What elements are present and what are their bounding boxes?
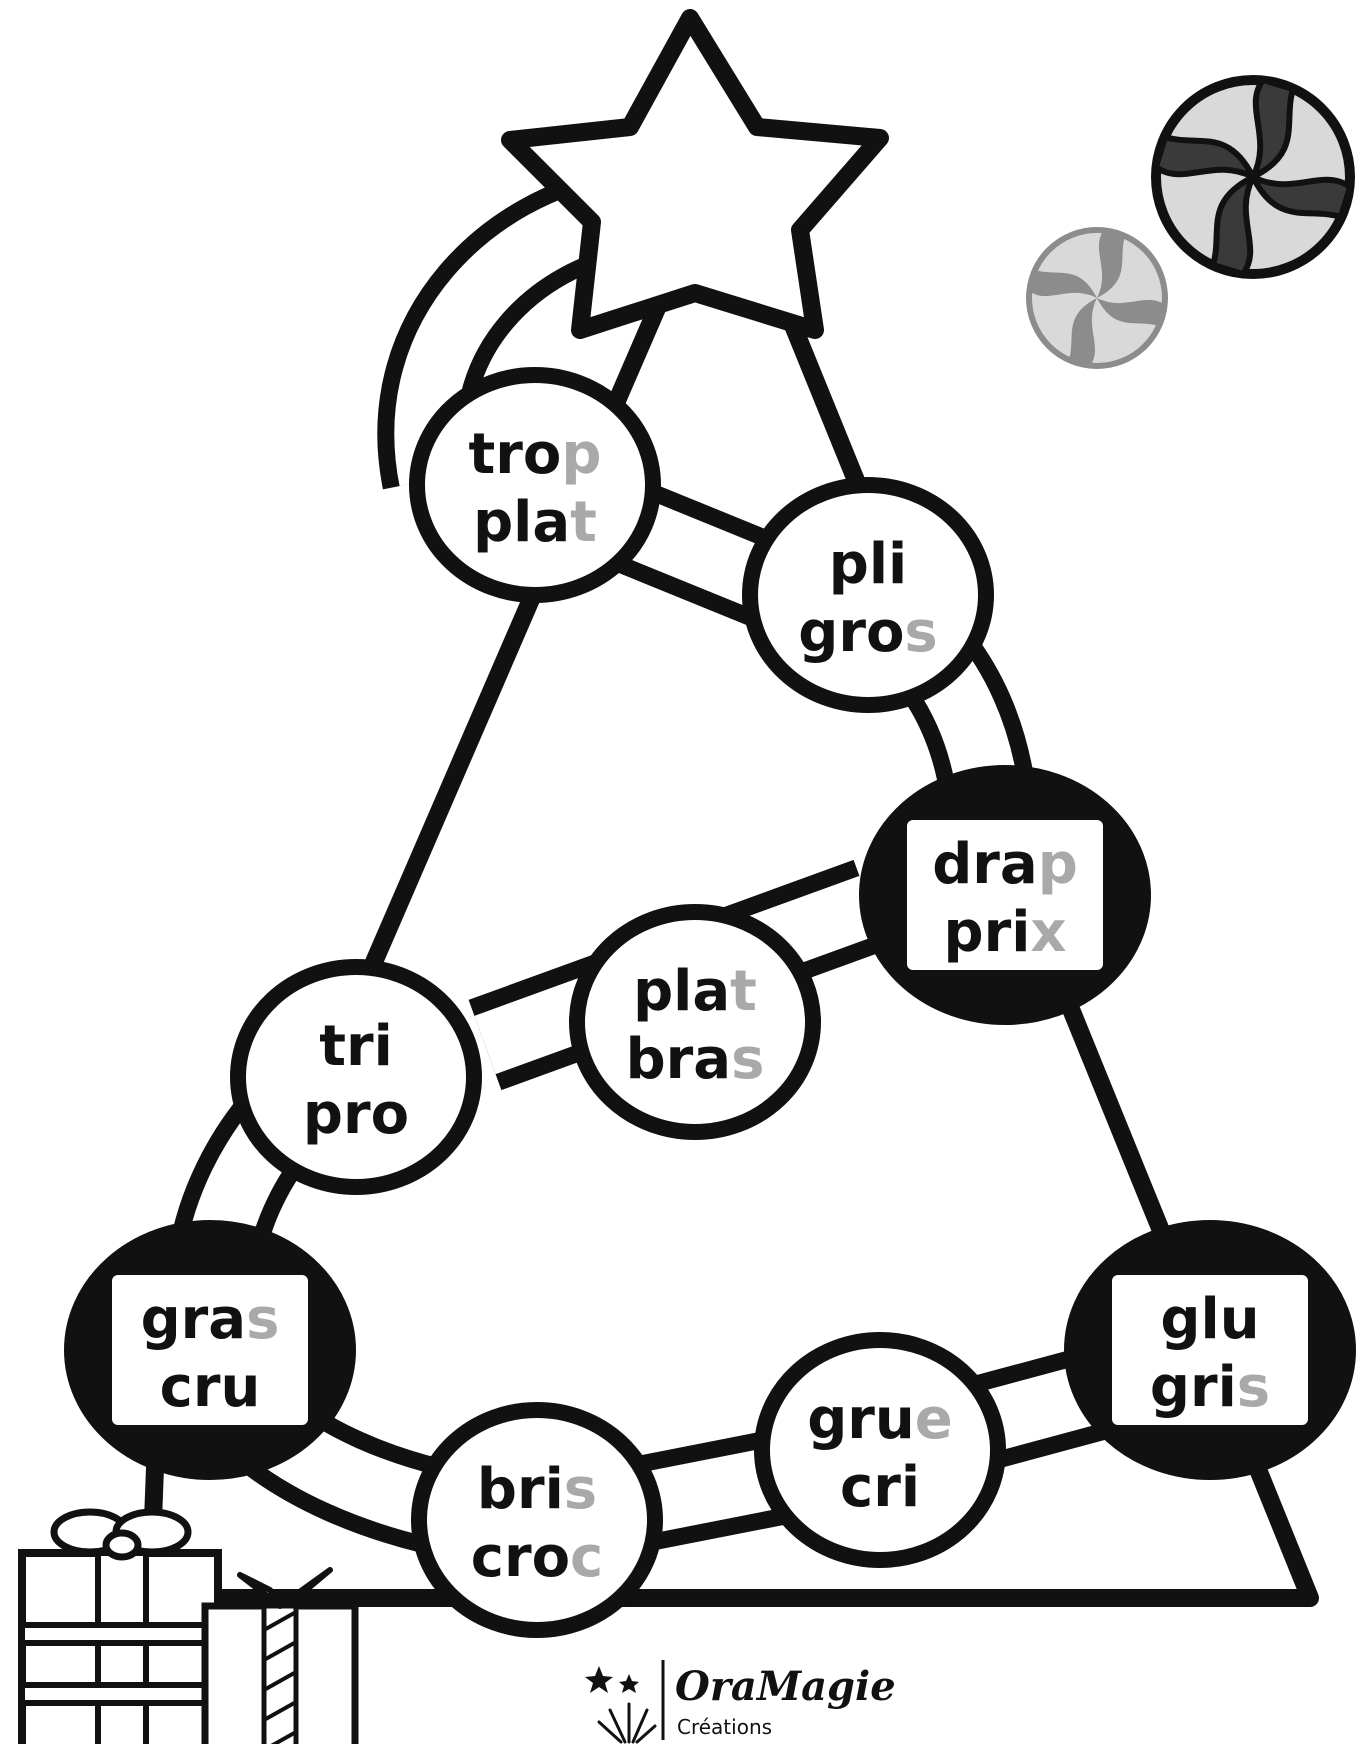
svg-text:plat: plat <box>473 490 597 555</box>
candy-icon <box>1151 75 1355 279</box>
brand-name: OraMagie <box>675 1663 896 1710</box>
silent-letter: t <box>570 490 597 555</box>
svg-text:prix: prix <box>943 900 1066 965</box>
silent-letter: t <box>730 959 757 1024</box>
silent-letter: p <box>561 422 601 487</box>
space-word: dra <box>932 832 1038 897</box>
brand-subtitle: Créations <box>677 1715 772 1739</box>
star-icon <box>501 9 889 339</box>
gift-icon <box>18 1508 222 1744</box>
silent-letter: s <box>564 1457 597 1522</box>
space-word: bri <box>477 1457 564 1522</box>
board-space: bris croc <box>411 1402 663 1638</box>
space-word: bra <box>626 1027 732 1092</box>
silent-letter: e <box>915 1387 953 1452</box>
space-word: tri <box>319 1014 393 1079</box>
svg-text:gros: gros <box>798 600 938 665</box>
board-space: drap prix <box>859 765 1151 1025</box>
silent-letter: s <box>1237 1355 1270 1420</box>
silent-letter: s <box>904 600 937 665</box>
space-word: pla <box>633 959 730 1024</box>
board-space: glu gris <box>1064 1220 1356 1480</box>
space-word: tro <box>469 422 562 487</box>
svg-text:trop: trop <box>469 422 602 487</box>
svg-text:bris: bris <box>477 1457 597 1522</box>
board-space: pli gros <box>742 477 994 713</box>
fireworks-icon <box>585 1666 657 1744</box>
svg-text:pro: pro <box>303 1082 409 1147</box>
space-word: pli <box>829 532 907 597</box>
svg-text:cru: cru <box>160 1355 261 1420</box>
board-space: gras cru <box>64 1220 356 1480</box>
board-space: tri pro <box>230 959 482 1195</box>
svg-text:gras: gras <box>141 1287 280 1352</box>
space-word: pro <box>303 1082 409 1147</box>
game-spaces: trop plat pli gros drap prix <box>64 367 1356 1638</box>
silent-letter: s <box>731 1027 764 1092</box>
board-space: grue cri <box>754 1332 1006 1568</box>
svg-text:grue: grue <box>807 1387 953 1452</box>
space-word: cru <box>160 1355 261 1420</box>
silent-letter: x <box>1030 900 1066 965</box>
svg-text:drap: drap <box>932 832 1078 897</box>
silent-letter: s <box>246 1287 279 1352</box>
svg-text:tri: tri <box>319 1014 393 1079</box>
silent-letter: p <box>1038 832 1078 897</box>
brand-logo: OraMagie Créations <box>585 1660 896 1744</box>
space-word: pri <box>943 900 1030 965</box>
space-word: gra <box>141 1287 247 1352</box>
silent-letter: c <box>570 1525 603 1590</box>
space-word: gri <box>1150 1355 1237 1420</box>
space-word: glu <box>1160 1287 1259 1352</box>
space-word: cri <box>840 1455 920 1520</box>
space-word: cro <box>471 1525 570 1590</box>
board-space: trop plat <box>409 367 661 603</box>
space-word: gro <box>798 600 904 665</box>
svg-text:glu: glu <box>1160 1287 1259 1352</box>
svg-text:gris: gris <box>1150 1355 1270 1420</box>
svg-text:plat: plat <box>633 959 757 1024</box>
space-word: gru <box>807 1387 915 1452</box>
candy-icon <box>1026 227 1168 369</box>
gift-icon <box>201 1567 359 1744</box>
space-word: pla <box>473 490 570 555</box>
board-space: plat bras <box>569 904 821 1140</box>
svg-text:cri: cri <box>840 1455 920 1520</box>
svg-text:croc: croc <box>471 1525 604 1590</box>
svg-text:bras: bras <box>626 1027 765 1092</box>
svg-text:pli: pli <box>829 532 907 597</box>
